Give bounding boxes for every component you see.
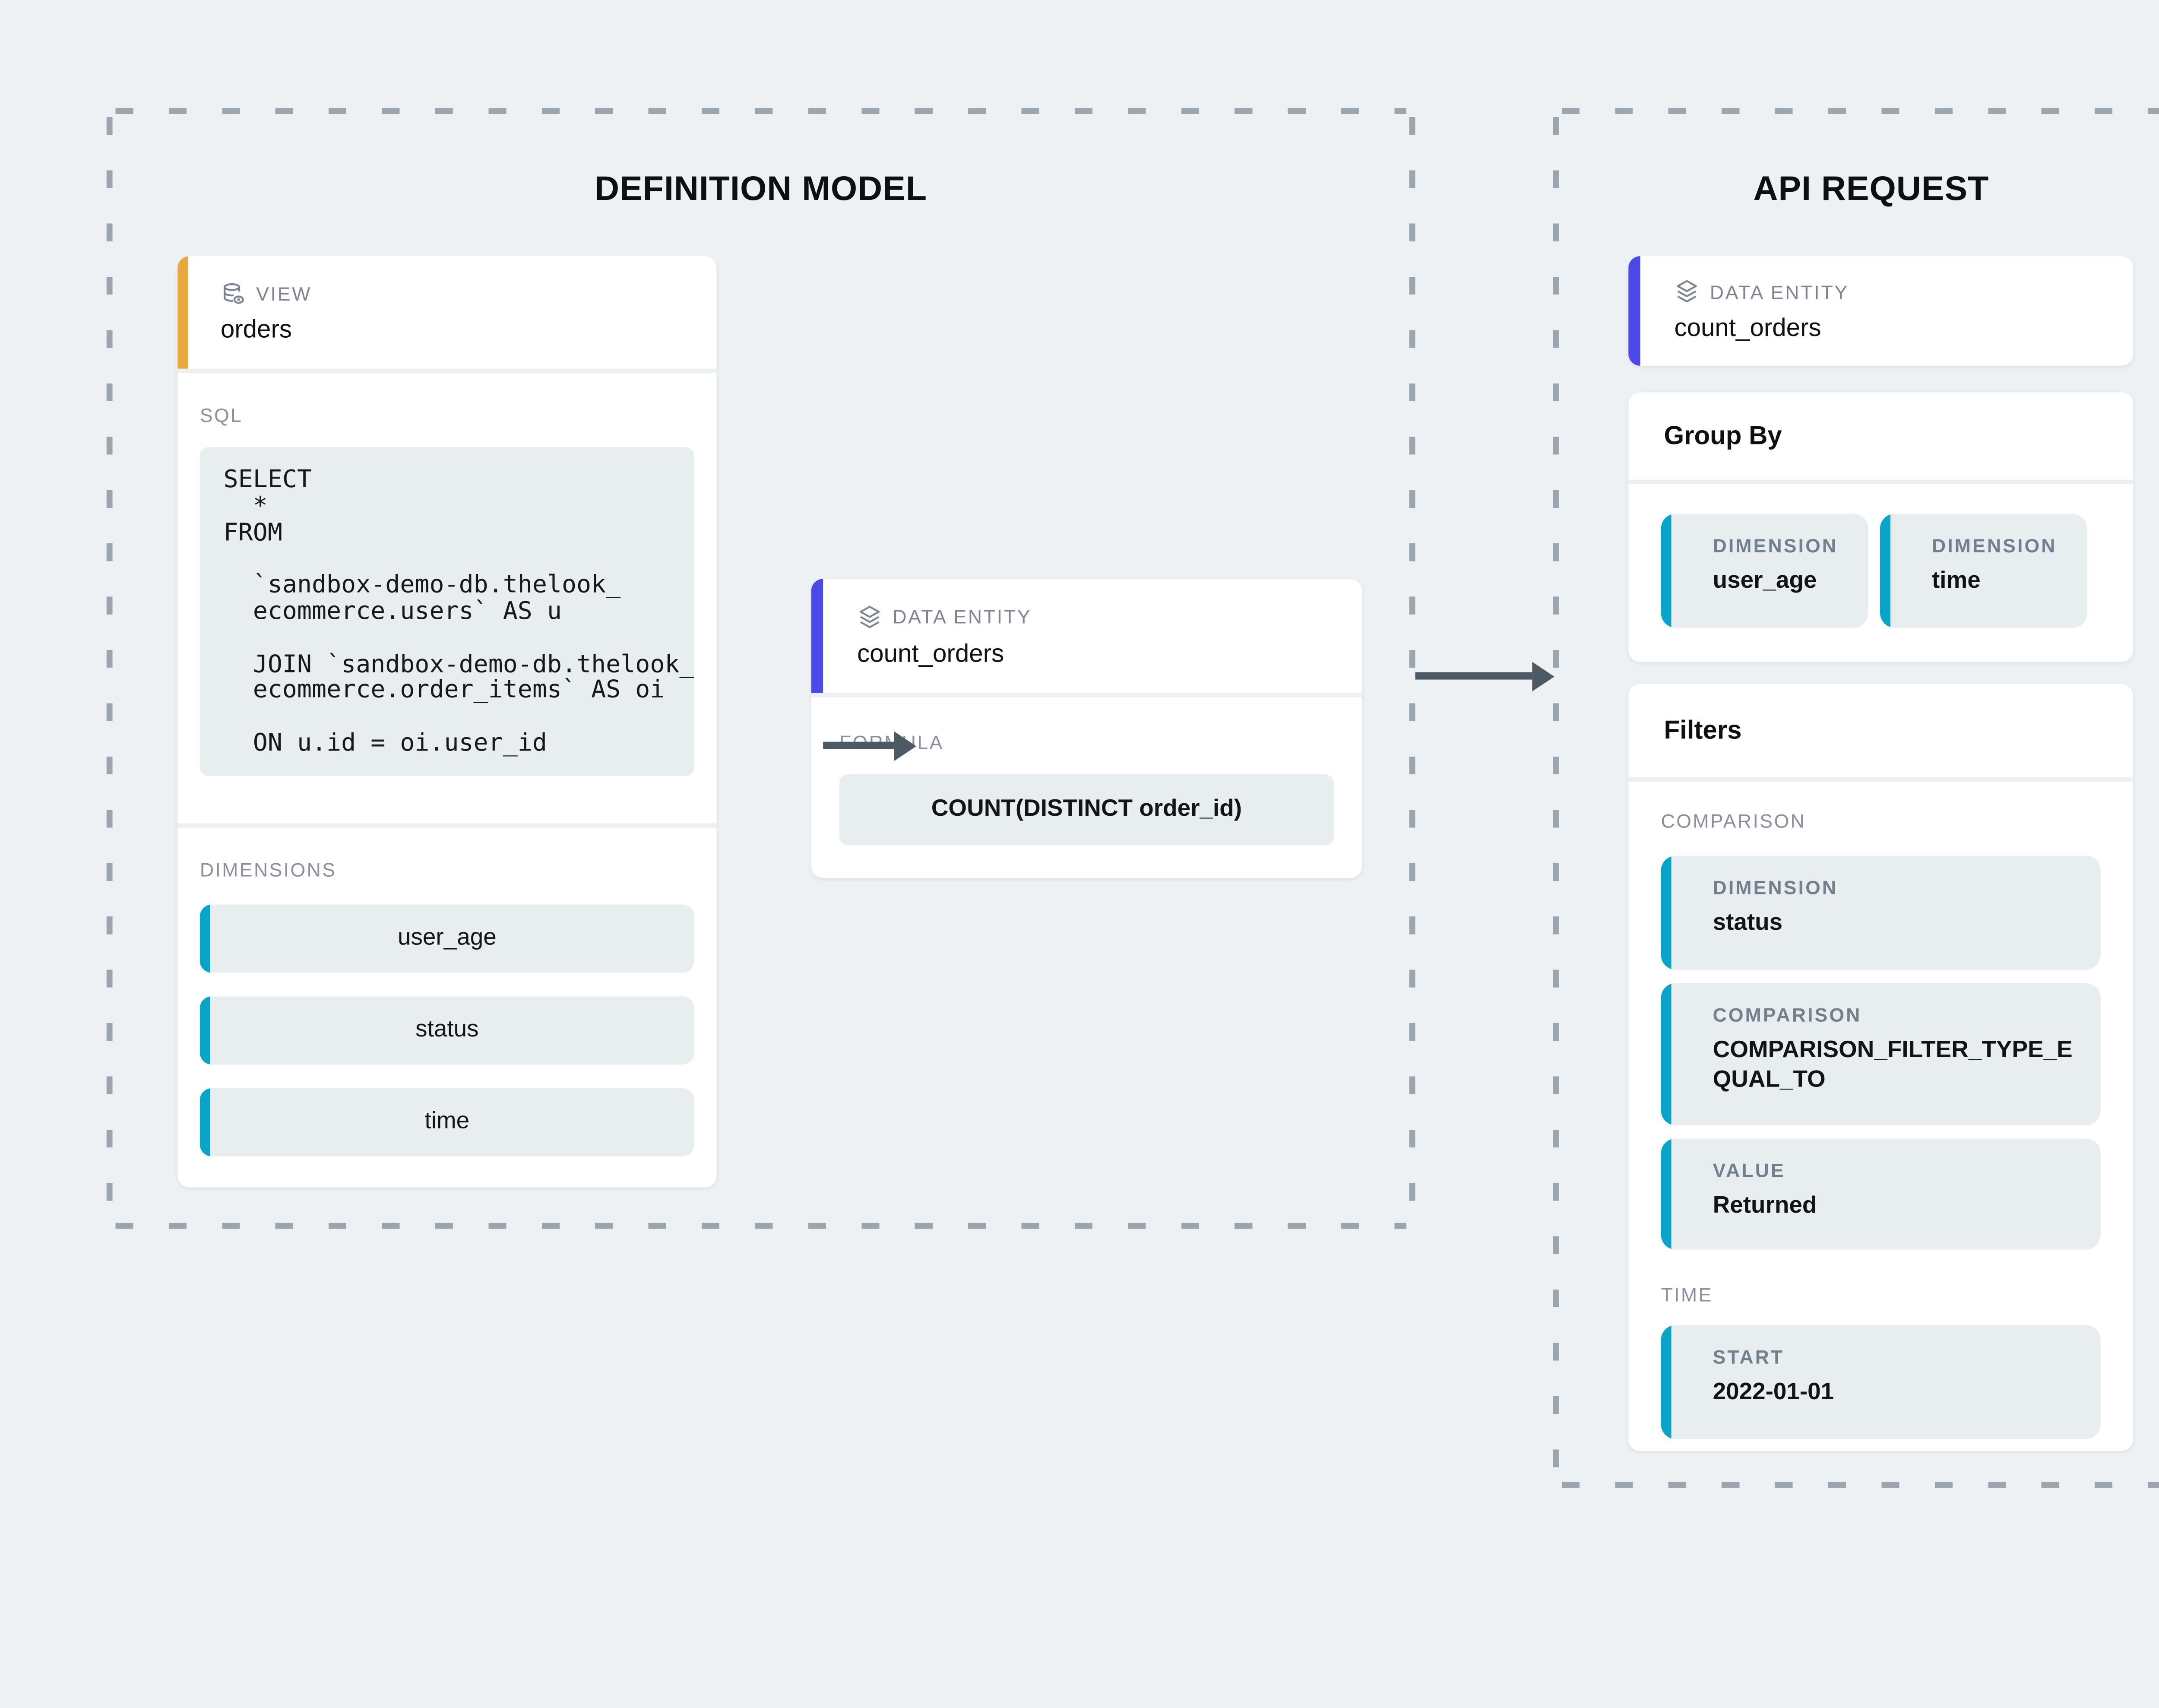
- filters-header: Filters: [1628, 684, 2134, 777]
- flow-arrow-model-to-api: [1415, 661, 1554, 691]
- api-data-entity-name: count_orders: [1674, 314, 1821, 342]
- panel-dashed-border: [115, 1223, 1406, 1229]
- dimension-accent-bar: [1661, 1325, 1671, 1439]
- dimension-chip-label: user_age: [397, 925, 497, 951]
- dimension-chip-label: time: [424, 1109, 470, 1134]
- view-accent-bar: [177, 256, 188, 369]
- data-entity-accent-bar: [811, 579, 823, 693]
- section-divider: [177, 823, 717, 828]
- comparison-filter-stack: DIMENSION status COMPARISON COMPARISON_F…: [1661, 856, 2101, 1250]
- chip-value: 2022-01-01: [1713, 1380, 1834, 1405]
- group-by-title: Group By: [1664, 420, 1782, 450]
- chip-label: DIMENSION: [1713, 876, 1838, 899]
- data-entity-type-label: DATA ENTITY: [893, 605, 1032, 628]
- view-definition-card: VIEW orders SQL SELECT * FROM `sandbox-d…: [177, 256, 717, 1188]
- chip-value: user_age: [1713, 568, 1817, 594]
- view-header-section: VIEW orders: [177, 256, 717, 369]
- formula-chip: COUNT(DISTINCT order_id): [839, 774, 1334, 846]
- filters-body: COMPARISON DIMENSION status COMPARISON C…: [1628, 782, 2134, 1439]
- data-entity-type-label: DATA ENTITY: [1709, 280, 1849, 303]
- dimension-accent-bar: [1661, 1138, 1671, 1250]
- sql-label: SQL: [199, 404, 243, 427]
- filter-chip-start: START 2022-01-01: [1661, 1325, 2101, 1439]
- time-group-label: TIME: [1661, 1283, 1713, 1306]
- dimensions-section: DIMENSIONS user_age status time: [177, 827, 717, 1188]
- data-entity-card: DATA ENTITY count_orders FORMULA COUNT(D…: [811, 579, 1362, 878]
- filters-card: Filters COMPARISON DIMENSION status COMP…: [1628, 684, 2134, 1451]
- group-by-body: DIMENSION user_age DIMENSION time: [1628, 484, 2134, 628]
- chip-value: status: [1713, 910, 1783, 936]
- comparison-group-label: COMPARISON: [1661, 810, 1806, 832]
- api-request-panel: API REQUEST DATA ENTITY count_orders Gro…: [1553, 108, 2159, 1488]
- sql-section: SQL SELECT * FROM `sandbox-demo-db.thelo…: [177, 373, 717, 824]
- view-type-row: VIEW: [221, 281, 716, 306]
- filter-chip-comparison: COMPARISON COMPARISON_FILTER_TYPE_EQUAL_…: [1661, 983, 2101, 1125]
- panel-dashed-border: [115, 108, 1406, 114]
- group-by-chip-user-age: DIMENSION user_age: [1661, 513, 1868, 628]
- dimension-accent-bar: [199, 1088, 210, 1157]
- view-name: orders: [220, 314, 292, 343]
- dimension-chip-list: user_age status time: [199, 904, 694, 1157]
- panel-dashed-border: [1409, 117, 1415, 1220]
- data-entity-header-section: DATA ENTITY count_orders: [811, 579, 1362, 693]
- layers-icon: [860, 605, 880, 627]
- view-type-label: VIEW: [256, 282, 312, 304]
- panel-dashed-border: [1561, 108, 2159, 114]
- dimension-accent-bar: [1661, 856, 1671, 970]
- chip-label: VALUE: [1713, 1159, 1785, 1182]
- panel-dashed-border: [106, 117, 113, 1220]
- chip-label: COMPARISON: [1713, 1004, 1862, 1026]
- database-view-icon: [223, 282, 244, 303]
- filter-chip-value: VALUE Returned: [1661, 1138, 2101, 1250]
- group-by-card: Group By DIMENSION user_age DIMENSION ti…: [1628, 392, 2134, 662]
- panel-dashed-border: [1561, 1482, 2159, 1488]
- layers-icon: [1677, 280, 1697, 303]
- filter-chip-dimension: DIMENSION status: [1661, 856, 2101, 970]
- group-by-chip-time: DIMENSION time: [1880, 513, 2087, 628]
- dimension-accent-bar: [1880, 513, 1890, 628]
- dimension-chip-status: status: [199, 996, 694, 1065]
- dimension-chip-time: time: [199, 1088, 694, 1157]
- chip-value: Returned: [1713, 1193, 1817, 1219]
- data-entity-type-row: DATA ENTITY: [1674, 279, 2133, 305]
- section-divider: [1628, 479, 2134, 485]
- chip-label: START: [1713, 1346, 1785, 1368]
- api-data-entity-card: DATA ENTITY count_orders: [1628, 256, 2134, 366]
- sql-code-block: SELECT * FROM `sandbox-demo-db.thelook_ …: [199, 447, 694, 776]
- definition-model-title: DEFINITION MODEL: [595, 168, 928, 207]
- dimension-chip-user-age: user_age: [199, 904, 694, 973]
- dimensions-label: DIMENSIONS: [199, 859, 337, 881]
- api-request-title: API REQUEST: [1753, 168, 1989, 207]
- dimension-accent-bar: [199, 904, 210, 973]
- formula-section: FORMULA COUNT(DISTINCT order_id): [811, 697, 1362, 878]
- section-divider: [177, 368, 717, 373]
- data-entity-type-row: DATA ENTITY: [857, 603, 1362, 630]
- filters-title: Filters: [1664, 715, 1742, 745]
- chip-label: DIMENSION: [1931, 534, 2057, 557]
- chip-value: COMPARISON_FILTER_TYPE_EQUAL_TO: [1713, 1038, 2073, 1093]
- panel-dashed-border: [1553, 117, 1559, 1479]
- dimension-chip-label: status: [415, 1017, 479, 1043]
- data-entity-name: count_orders: [857, 639, 1004, 667]
- flow-arrow-view-to-entity: [823, 730, 917, 761]
- data-entity-accent-bar: [1628, 256, 1640, 366]
- group-by-header: Group By: [1628, 392, 2134, 480]
- section-divider: [811, 693, 1362, 697]
- definition-model-panel: DEFINITION MODEL VIEW orders: [106, 108, 1415, 1229]
- dimension-accent-bar: [199, 996, 210, 1065]
- section-divider: [1628, 777, 2134, 782]
- chip-label: DIMENSION: [1713, 534, 1838, 557]
- dimension-accent-bar: [1661, 513, 1671, 628]
- chip-value: time: [1931, 568, 1981, 594]
- dimension-accent-bar: [1661, 983, 1671, 1125]
